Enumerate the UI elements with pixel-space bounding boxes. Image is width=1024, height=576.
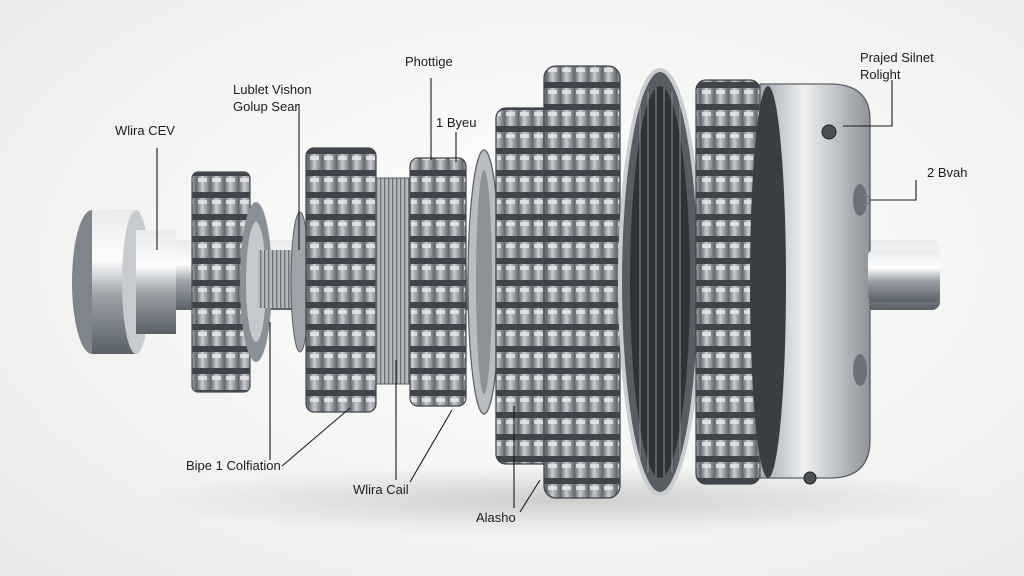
label-prajed-silnet: Prajed Silnet <box>860 50 934 65</box>
label-lublet-vishon: Lublet Vishon <box>233 82 312 97</box>
spoked-ring <box>618 68 702 496</box>
left-flange <box>72 210 176 354</box>
label-wlira-cev: Wlira CEV <box>115 123 175 138</box>
label-rolight: Rolight <box>860 67 901 82</box>
threaded-section <box>258 250 294 308</box>
medium-gear-b <box>409 157 467 407</box>
label-alasho: Alasho <box>476 510 516 525</box>
label-1-byeu: 1 Byeu <box>436 115 477 130</box>
medium-gear-a <box>305 147 377 413</box>
knurled-collar <box>375 177 411 385</box>
label-bipe-colfiation: Bipe 1 Colfiation <box>186 458 281 473</box>
label-2-bvah: 2 Bvah <box>927 165 968 180</box>
housing-bolt-bottom <box>803 471 817 485</box>
output-shaft <box>868 250 940 302</box>
small-spur-gear <box>191 171 272 393</box>
label-phottige: Phottige <box>405 54 453 69</box>
housing-drum <box>750 83 871 485</box>
housing-bolt-top <box>821 124 837 140</box>
label-wlira-cail: Wlira Cail <box>353 482 409 497</box>
large-gear-b <box>543 65 621 499</box>
label-golup-sear: Golup Sear <box>233 99 299 114</box>
leader-lines <box>156 78 917 513</box>
